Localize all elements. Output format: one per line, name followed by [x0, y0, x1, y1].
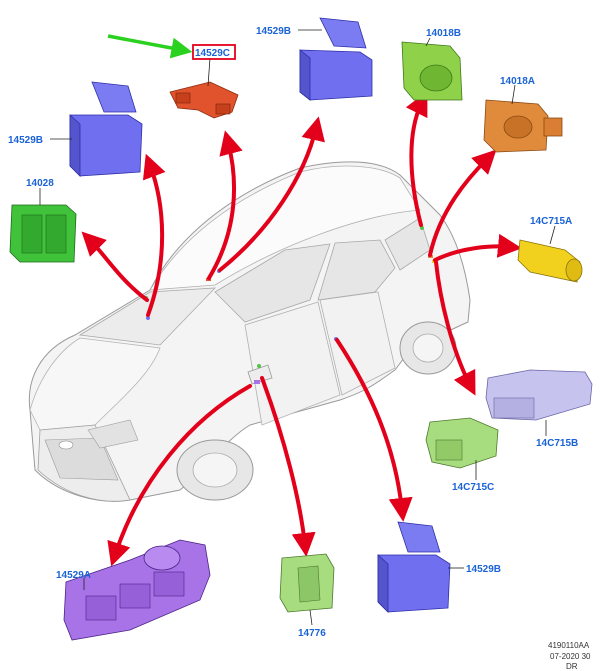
part-14776-switch: [279, 553, 335, 613]
label-14529C: 14529C: [195, 48, 230, 59]
arrow-to-14529C: [207, 130, 243, 280]
part-14018A-module: [483, 99, 563, 153]
part-14529A-switch-pack: [63, 539, 211, 641]
label-14529B-top: 14529B: [256, 26, 291, 37]
green-pointer-arrow: [107, 34, 193, 59]
label-14C715C: 14C715C: [452, 482, 494, 493]
label-leader-lines: [39, 29, 556, 626]
footer-code: 4190110AA: [548, 641, 590, 650]
footer-extra: DR: [566, 662, 578, 671]
arrow-to-14C715B: [434, 260, 476, 396]
highlight-box-14529C: [192, 44, 236, 60]
part-14028-switch: [9, 204, 77, 263]
label-14529B-left: 14529B: [8, 135, 43, 146]
part-14C715B-module: [485, 369, 593, 421]
part-14529C-connector: [169, 81, 239, 119]
arrow-to-14018A: [428, 149, 497, 257]
arrow-to-14776: [260, 376, 316, 557]
arrow-to-14529B-top: [218, 116, 325, 272]
red-callout-arrows: [81, 91, 522, 567]
label-14018B: 14018B: [426, 28, 461, 39]
label-14C715B: 14C715B: [536, 438, 578, 449]
part-14529B-bottom-switch: [377, 521, 451, 613]
label-14776: 14776: [298, 628, 326, 639]
arrow-to-14529A: [107, 384, 252, 567]
label-14C715A: 14C715A: [530, 216, 572, 227]
part-labels: 14529C 14529B 14529B 14018B 14018A 14028…: [8, 26, 578, 639]
footer-date: 07-2020 30: [550, 652, 591, 661]
part-14529B-left-switch: [69, 81, 143, 177]
part-14C715C-module: [425, 417, 499, 469]
label-14529A: 14529A: [56, 570, 91, 581]
label-14018A: 14018A: [500, 76, 535, 87]
label-14529B-bottom: 14529B: [466, 564, 501, 575]
arrow-to-14C715A: [433, 233, 522, 262]
part-14C715A-sensor: [517, 239, 583, 283]
part-14018B-module: [401, 41, 463, 101]
label-14028: 14028: [26, 178, 54, 189]
arrow-to-14028: [81, 231, 149, 302]
arrow-to-14529B-bottom: [335, 338, 413, 522]
diagram-footer: 4190110AA 07-2020 30 DR: [548, 641, 591, 671]
car-body-illustration: [28, 161, 471, 502]
part-14529B-top-switch: [299, 17, 373, 101]
arrow-to-14529B-left: [142, 153, 166, 317]
arrow-to-14018B: [405, 91, 428, 227]
